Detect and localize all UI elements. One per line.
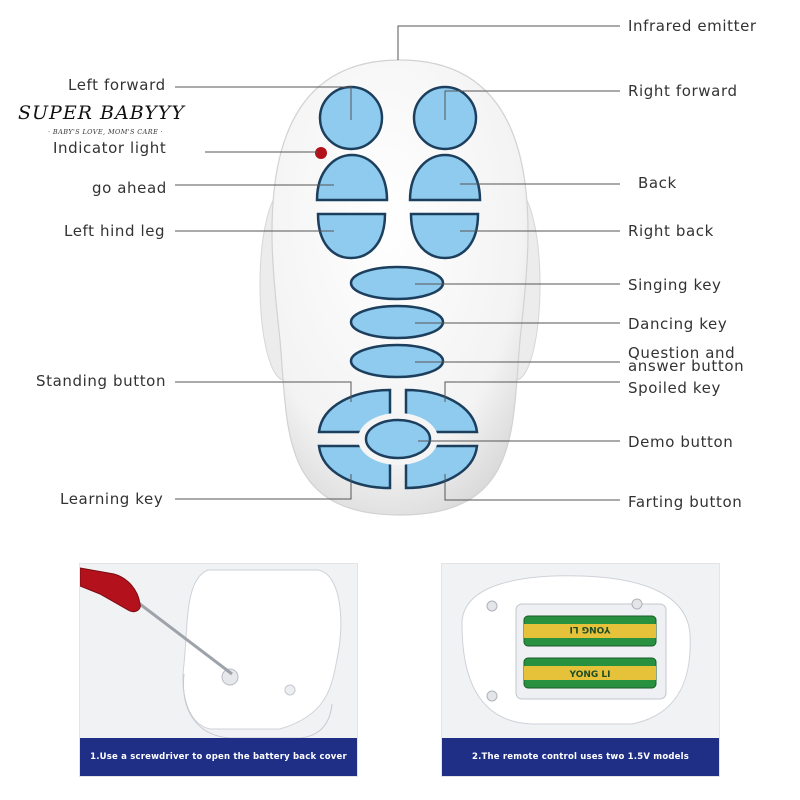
leader-right-forward: [444, 90, 620, 120]
indicator-light: [315, 147, 327, 159]
caption-step-2: 2.The remote control uses two 1.5V model…: [442, 738, 719, 776]
label-left-forward: Left forward: [68, 76, 166, 94]
dancing-key-button[interactable]: [349, 304, 445, 340]
screw-post-bottom: [486, 690, 498, 702]
leader-infrared: [397, 25, 620, 60]
screw-post-right: [631, 598, 643, 610]
screwdriver-photo: [80, 567, 342, 738]
label-singing-key: Singing key: [628, 276, 722, 294]
panel-batteries: YONG LI YONG LI 2.The remote control use…: [441, 563, 720, 777]
label-back: Back: [638, 174, 677, 192]
leader-standing: [175, 381, 352, 402]
screwdriver-handle: [80, 567, 141, 613]
go-ahead-button[interactable]: [315, 153, 389, 202]
leader-left-forward: [175, 86, 352, 120]
label-indicator-light: Indicator light: [53, 139, 167, 157]
screw-hole-2: [284, 684, 296, 696]
battery-bottom-band: [524, 666, 656, 680]
leader-spoiled: [444, 381, 620, 402]
leader-learning: [175, 474, 352, 500]
screwdriver-shaft: [131, 596, 233, 676]
label-left-hind-leg: Left hind leg: [64, 222, 166, 240]
left-hind-leg-button[interactable]: [316, 212, 387, 260]
remote-back-shape: [182, 569, 342, 730]
label-go-ahead: go ahead: [92, 179, 167, 197]
caption-step-1: 1.Use a screwdriver to open the battery …: [80, 738, 357, 776]
label-right-back: Right back: [628, 222, 714, 240]
battery-bottom-brand: YONG LI: [569, 670, 611, 680]
remote-illustration: [175, 25, 620, 516]
remote-back-bottom: [183, 673, 333, 738]
question-answer-button[interactable]: [349, 343, 445, 379]
brand-logo: SUPER BABYYY: [18, 102, 185, 124]
panel-screwdriver: 1.Use a screwdriver to open the battery …: [79, 563, 358, 777]
screw-hole: [221, 668, 239, 686]
battery-top-brand: YONG LI: [570, 624, 612, 634]
label-right-forward: Right forward: [628, 82, 738, 100]
battery-top-band: [524, 624, 656, 638]
label-question-answer-1: Question and: [628, 344, 736, 362]
battery-photo: YONG LI YONG LI: [461, 575, 691, 725]
demo-button[interactable]: [364, 418, 432, 460]
label-farting-button: Farting button: [628, 493, 743, 511]
leader-lines: [175, 25, 620, 501]
label-question-answer-2: answer button: [628, 357, 745, 375]
label-demo-button: Demo button: [628, 433, 734, 451]
label-infrared-emitter: Infrared emitter: [628, 17, 757, 35]
singing-key-button[interactable]: [349, 265, 445, 301]
brand-tagline: · BABY'S LOVE, MOM'S CARE ·: [48, 128, 164, 136]
label-spoiled-key: Spoiled key: [628, 379, 721, 397]
label-standing-button: Standing button: [36, 372, 167, 390]
label-learning-key: Learning key: [60, 490, 164, 508]
screw-post-left: [486, 600, 498, 612]
leader-farting: [444, 474, 620, 501]
label-dancing-key: Dancing key: [628, 315, 728, 333]
